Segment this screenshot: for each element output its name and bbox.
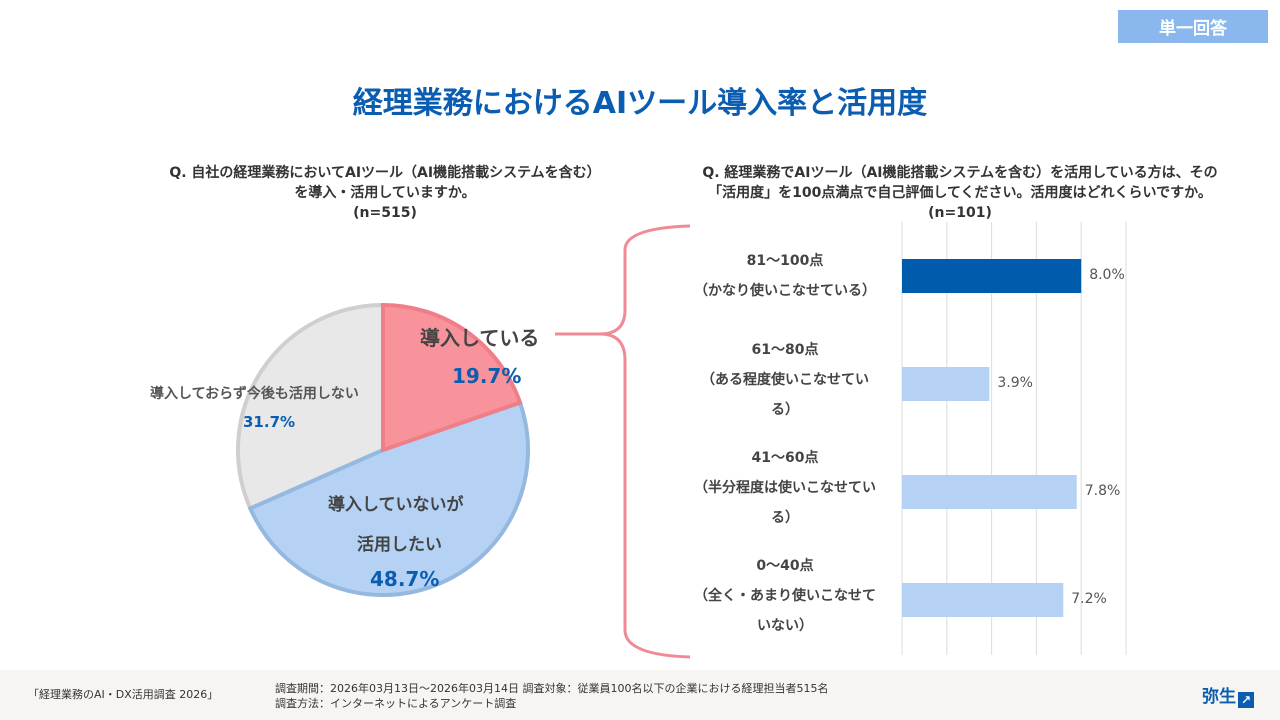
category-label-line: る）: [771, 510, 799, 526]
category-label-line: （半分程度は使いこなせてい: [694, 480, 876, 496]
category-label-line: 61〜80点: [751, 342, 819, 358]
bar-value-label: 7.8%: [1084, 483, 1121, 499]
question-line: 「活用度」を100点満点で自己評価してください。活用度はどれくらいですか。: [708, 185, 1212, 201]
bar: [902, 583, 1064, 617]
survey-name: 「経理業務のAI・DX活用調査 2026」: [28, 688, 219, 701]
yayoi-logo: 弥生↗: [1202, 682, 1254, 708]
survey-period: 調査期間：2026年03月13日〜2026年03月14日 調査対象：従業員100…: [275, 682, 829, 695]
category-label-line: （かなり使いこなせている）: [694, 283, 876, 299]
category-label-line: いない）: [757, 618, 813, 634]
slice-value-adopted: 19.7%: [452, 364, 522, 388]
slice-label-adopted: 導入している: [420, 326, 540, 350]
page-title: 経理業務におけるAIツール導入率と活用度: [352, 86, 928, 121]
brace-connector: [555, 224, 691, 336]
pie-slice: [381, 302, 523, 453]
category-label: 0〜40点 （全く・あまり使いこなせていない）: [660, 551, 910, 641]
slice-value-no: 31.7%: [243, 413, 296, 431]
category-label-line: 41〜60点: [751, 450, 819, 466]
bar-value-label: 8.0%: [1089, 267, 1125, 283]
slice-label-want-2: 活用したい: [357, 535, 442, 555]
category-label: 41〜60点 （半分程度は使いこなせている）: [660, 443, 910, 533]
survey-method: 調査方法：インターネットによるアンケート調査: [275, 697, 517, 710]
question-line: を導入・活用していますか。: [294, 185, 476, 201]
category-label-line: 81〜100点: [746, 253, 824, 269]
slice-label-no: 導入しておらず今後も活用しない: [150, 386, 359, 402]
sample-size: (n=101): [928, 205, 992, 221]
bar-value-label: 3.9%: [997, 375, 1033, 391]
logo-text: 弥生: [1202, 687, 1236, 707]
bar: [902, 259, 1082, 293]
category-label: 61〜80点 （ある程度使いこなせている）: [660, 335, 910, 425]
right-question: Q. 経理業務でAIツール（AI機能搭載システムを含む）を活用している方は、その…: [640, 163, 1280, 223]
bar: [902, 367, 990, 401]
logo-arrow-icon: ↗: [1238, 692, 1254, 708]
slice-value-want: 48.7%: [370, 567, 440, 591]
pie-slice: [247, 400, 530, 597]
category-label-line: る）: [771, 402, 799, 418]
category-label-line: （全く・あまり使いこなせて: [694, 588, 876, 604]
bar-value-label: 7.2%: [1071, 591, 1107, 607]
brace-connector: [599, 332, 691, 659]
bar: [902, 475, 1077, 509]
single-answer-badge: 単一回答: [1118, 10, 1268, 43]
question-line: Q. 自社の経理業務においてAIツール（AI機能搭載システムを含む）: [169, 165, 601, 181]
category-label-line: （ある程度使いこなせてい: [701, 372, 869, 388]
sample-size: (n=515): [353, 205, 417, 221]
left-question: Q. 自社の経理業務においてAIツール（AI機能搭載システムを含む） を導入・活…: [120, 163, 650, 223]
question-line: Q. 経理業務でAIツール（AI機能搭載システムを含む）を活用している方は、その: [702, 165, 1218, 181]
category-label: 81〜100点 （かなり使いこなせている）: [660, 246, 910, 306]
footer: 「経理業務のAI・DX活用調査 2026」 調査期間：2026年03月13日〜2…: [0, 670, 1280, 720]
category-label-line: 0〜40点: [756, 558, 814, 574]
slice-label-want: 導入していないが: [328, 495, 464, 515]
pie-slice: [236, 303, 386, 512]
